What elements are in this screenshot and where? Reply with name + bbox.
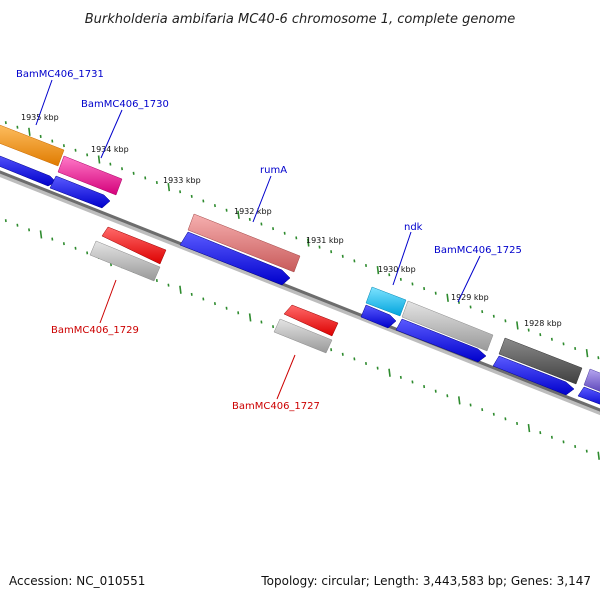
topology-text: Topology: circular; Length: 3,443,583 bp… [261,574,591,588]
tick-track-upper [4,121,600,360]
gene-label-bammc406-1725[interactable]: BamMC406_1725 [434,245,522,256]
kbp-tick-labels: 1935 kbp 1934 kbp 1933 kbp 1932 kbp 1931… [21,113,562,328]
kbp-label: 1933 kbp [163,176,201,185]
cds-arrow-1725[interactable] [395,318,487,363]
gene-bammc406-1725-feature[interactable] [401,300,494,352]
gene-bammc406-1727-cds[interactable] [273,318,333,354]
major-tick [179,285,182,294]
gene-ndk-feature[interactable] [365,286,407,317]
gene-label-bammc406-1727[interactable]: BamMC406_1727 [232,401,320,412]
kbp-label: 1929 kbp [451,293,489,302]
major-tick [97,155,101,164]
major-tick [376,266,380,275]
map-title: Burkholderia ambifaria MC40-6 chromosome… [85,12,515,27]
kbp-label: 1928 kbp [524,319,562,328]
leader-line-ruma [252,175,272,223]
major-tick [597,451,600,460]
major-tick [446,293,449,302]
major-tick [388,368,391,377]
leader-line-1731 [35,79,53,126]
kbp-label: 1932 kbp [234,207,272,216]
cds-arrow-1730[interactable] [49,175,111,209]
gene-label-bammc406-1731[interactable]: BamMC406_1731 [16,69,104,80]
major-tick [39,230,43,239]
leader-line-1727 [276,354,296,400]
major-tick [28,127,31,136]
kbp-label: 1931 kbp [306,236,344,245]
major-tick [516,321,519,330]
major-tick [585,349,589,358]
gene-bammc406-1729-cds[interactable] [89,240,161,282]
leader-line-1730 [100,109,123,159]
feature-track-forward [0,122,600,408]
gene-1728-feature[interactable] [498,337,583,385]
cds-arrow-ruma[interactable] [179,231,291,286]
leader-line-1729 [99,279,117,324]
gene-label-bammc406-1729[interactable]: BamMC406_1729 [51,325,139,336]
feature-track-reverse [89,226,339,354]
major-tick [167,183,171,192]
kbp-label: 1935 kbp [21,113,59,122]
major-tick [306,238,310,247]
gene-labels: BamMC406_1731 BamMC406_1730 rumA ndk Bam… [16,69,522,412]
gene-label-ruma[interactable]: rumA [260,165,287,176]
gene-1727-next-feature[interactable] [583,368,600,393]
gene-bammc406-1730-feature[interactable] [57,155,123,196]
major-tick [248,313,252,322]
genome-backbone [0,170,600,416]
leader-line-1725 [457,255,481,303]
gene-ruma-feature[interactable] [187,213,301,273]
cds-arrow-next[interactable] [577,386,600,408]
major-tick [527,423,531,433]
kbp-label: 1934 kbp [91,145,129,154]
leader-line-ndk [392,231,412,286]
gene-label-bammc406-1730[interactable]: BamMC406_1730 [81,99,169,110]
gene-bammc406-1731-feature[interactable] [0,122,65,167]
major-tick [457,396,461,405]
gene-bammc406-1727-feature[interactable] [283,304,339,337]
gene-bammc406-1729-feature[interactable] [101,226,167,265]
label-leaders [35,79,481,400]
gene-label-ndk[interactable]: ndk [404,222,423,233]
major-tick [237,210,240,219]
accession-text: Accession: NC_010551 [9,574,146,588]
cds-arrow-1728[interactable] [492,355,575,396]
kbp-label: 1930 kbp [378,265,416,274]
cds-arrow-ndk[interactable] [360,304,397,329]
